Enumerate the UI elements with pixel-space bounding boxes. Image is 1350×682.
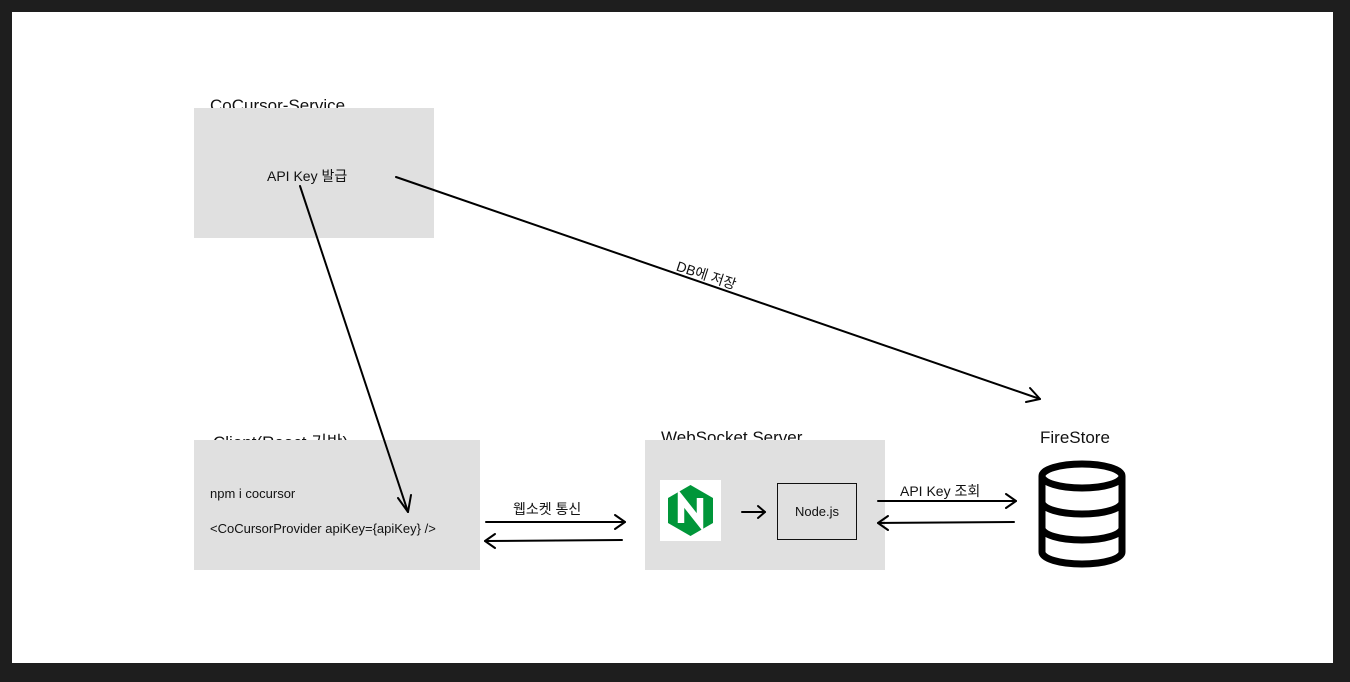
firestore-title: FireStore xyxy=(1040,428,1110,447)
arrows-layer xyxy=(299,176,1041,549)
nginx-icon xyxy=(660,480,721,541)
diagram-canvas: CoCursor-Service API Key 발급 Client(React… xyxy=(12,12,1333,663)
arrow-issue-to-client xyxy=(299,185,412,513)
websocket-box: Node.js xyxy=(645,440,885,570)
arrow-nginx-to-node xyxy=(741,505,766,519)
nodejs-box: Node.js xyxy=(777,483,857,540)
arrow-service-to-firestore xyxy=(395,176,1041,403)
arrow-websocket-to-client xyxy=(484,533,623,549)
api-key-lookup-label: API Key 조회 xyxy=(900,483,981,499)
api-key-issue-label: API Key 발급 xyxy=(267,168,348,184)
arrow-firestore-to-websocket xyxy=(877,515,1015,531)
database-icon xyxy=(1034,458,1130,570)
npm-install-text: npm i cocursor xyxy=(210,486,296,501)
provider-code-text: <CoCursorProvider apiKey={apiKey} /> xyxy=(210,521,436,536)
arrow-client-to-websocket xyxy=(485,514,626,530)
service-box: API Key 발급 xyxy=(194,108,434,238)
websocket-comm-label: 웹소켓 통신 xyxy=(513,501,582,517)
arrow-websocket-to-firestore xyxy=(877,493,1017,509)
client-box: npm i cocursor <CoCursorProvider apiKey=… xyxy=(194,440,480,570)
